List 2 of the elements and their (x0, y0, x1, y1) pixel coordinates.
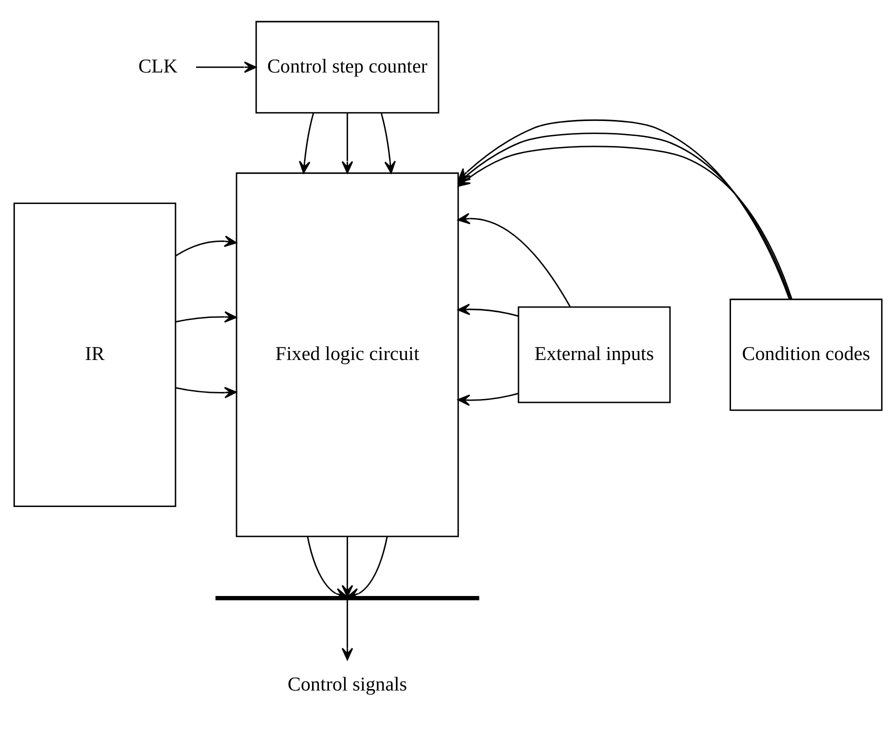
node-text: CLK (138, 56, 178, 78)
node-text: Control signals (288, 674, 408, 696)
